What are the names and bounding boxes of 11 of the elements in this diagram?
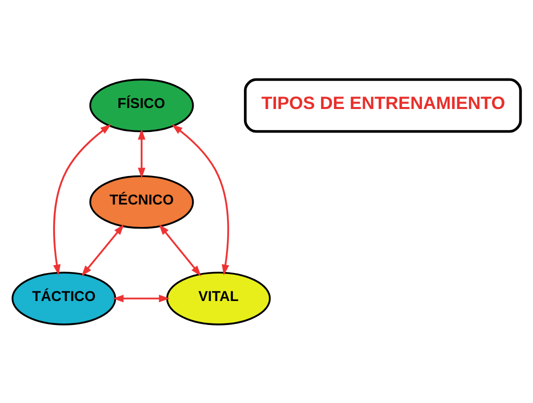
node-ellipse: VITAL (166, 271, 271, 325)
arrow (112, 294, 170, 302)
arrow (172, 124, 230, 275)
node-ellipse: TÉCNICO (89, 174, 194, 228)
node-box: TIPOS DE ENTRENAMIENTO (244, 78, 522, 132)
arrow (158, 224, 202, 276)
node-ellipse: FÍSICO (89, 78, 194, 132)
arrow (81, 224, 124, 276)
arrow (53, 124, 112, 275)
node-ellipse: TÁCTICO (12, 271, 116, 325)
arrow (138, 128, 146, 178)
